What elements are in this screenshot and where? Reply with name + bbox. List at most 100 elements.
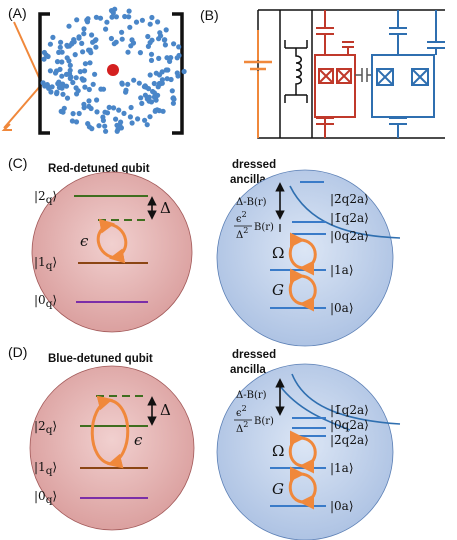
- atom-dot: [155, 92, 161, 98]
- orange-cycle-arrow: [288, 232, 305, 270]
- svg-text:B(r): B(r): [254, 222, 274, 233]
- inductor-icon: [295, 48, 302, 95]
- junction-cross-icon: [411, 68, 429, 86]
- atom-dot: [102, 123, 108, 129]
- panel-c: (C) Red-detuned qubit dressed ancilla |2…: [8, 155, 401, 347]
- atom-dot: [121, 110, 127, 116]
- atom-dot: [74, 17, 80, 23]
- atom-dot: [122, 13, 128, 20]
- orange-cycle-arrow: [288, 430, 305, 468]
- atom-dot: [93, 37, 99, 43]
- atom-dot: [60, 81, 66, 87]
- atom-dot: [163, 67, 169, 73]
- atom-dot: [82, 84, 88, 90]
- atom-dot: [156, 80, 162, 87]
- svg-text:Δ2: Δ2: [236, 226, 248, 241]
- junction-cross-icon: [376, 68, 394, 86]
- atom-dot: [67, 75, 73, 81]
- panel-a: (A): [1, 5, 187, 135]
- orange-cycle-arrow: [107, 398, 130, 469]
- atom-dot: [50, 34, 56, 41]
- atom-dot: [77, 69, 83, 75]
- atom-dot: [152, 107, 159, 114]
- atom-dot: [59, 59, 65, 65]
- atom-dot: [40, 80, 46, 86]
- delta-label: Δ: [160, 401, 171, 419]
- atom-dot: [56, 79, 62, 85]
- atom-dot: [139, 100, 145, 106]
- atom-dot: [70, 111, 76, 117]
- atom-dot: [87, 60, 93, 66]
- blue-qubit-loop: [371, 54, 435, 118]
- atom-dot: [93, 14, 99, 20]
- atom-dot: [168, 76, 174, 83]
- atom-dot: [156, 55, 162, 62]
- atom-dot: [148, 51, 155, 57]
- atom-dot: [70, 79, 76, 86]
- atom-dot: [113, 39, 119, 45]
- ket-1a: |1a⟩: [330, 263, 354, 277]
- shift-label: Δ-B(r): [236, 390, 267, 401]
- qubit-circle: [29, 365, 195, 531]
- ket-0a: |0a⟩: [330, 499, 354, 513]
- atom-dot: [100, 117, 106, 124]
- atom-dot: [113, 116, 119, 122]
- atom-dot: [147, 72, 153, 78]
- svg-text:ϵ2: ϵ2: [236, 210, 247, 225]
- shift-label: Δ-B(r): [236, 197, 267, 208]
- atom-dot: [79, 40, 85, 47]
- ket-0q: |0q⟩: [34, 489, 57, 506]
- junction-cross-icon: [336, 68, 352, 84]
- ket-2q: |2q⟩: [34, 189, 57, 206]
- dispersive-label: ϵ2 Δ2 B(r): [234, 404, 274, 435]
- atom-dot: [163, 27, 169, 33]
- atom-dot: [64, 42, 70, 48]
- ancilla-title-line2: ancilla: [230, 174, 266, 186]
- svg-text:|0q⟩: |0q⟩: [34, 489, 57, 506]
- atom-dot: [54, 91, 60, 97]
- blue-shunt-capacitor: [427, 10, 445, 55]
- atom-dot: [162, 37, 168, 43]
- atom-dot: [63, 71, 70, 77]
- atom-dot: [142, 83, 148, 89]
- panel-b-label: (B): [200, 7, 219, 23]
- atom-dot: [106, 104, 112, 110]
- qubit-coupler: [355, 68, 372, 82]
- atom-dot: [139, 17, 145, 23]
- atom-dot: [169, 88, 175, 94]
- atom-dot: [74, 91, 80, 97]
- orange-cycle-arrow: [96, 218, 119, 260]
- svg-text:|1q⟩: |1q⟩: [34, 255, 57, 272]
- atom-dot: [96, 123, 102, 129]
- atom-dot: [73, 119, 80, 125]
- panel-b: (B): [200, 7, 445, 139]
- atom-dot: [88, 50, 94, 56]
- svg-text:ϵ2: ϵ2: [236, 404, 247, 419]
- qubit-title: Blue-detuned qubit: [48, 353, 153, 365]
- atom-dot: [174, 55, 180, 61]
- atom-dot: [126, 14, 132, 20]
- g-label: G: [272, 281, 284, 299]
- atom-dot: [149, 14, 155, 21]
- atom-dot: [82, 68, 88, 74]
- atom-dot: [116, 107, 122, 113]
- svg-text:Δ2: Δ2: [236, 420, 248, 435]
- ket-1q: |1q⟩: [34, 460, 57, 477]
- epsilon-label: ϵ: [134, 431, 143, 449]
- atom-dot: [151, 80, 157, 87]
- atom-dot: [129, 120, 135, 126]
- atom-dot: [125, 81, 131, 87]
- atom-dot: [144, 122, 150, 128]
- atom-dot: [73, 75, 79, 81]
- panel-a-label: (A): [8, 5, 27, 21]
- atom-dot: [133, 19, 140, 25]
- josephson-junction-icon: [318, 68, 334, 84]
- atom-dot: [170, 100, 176, 106]
- atom-dot: [164, 76, 170, 82]
- omega-label: Ω: [272, 442, 284, 460]
- atom-dot: [114, 122, 120, 128]
- panel-d-label: (D): [8, 344, 27, 360]
- atom-dot: [89, 126, 95, 132]
- ket-0-2a: |0q2a⟩: [330, 418, 369, 432]
